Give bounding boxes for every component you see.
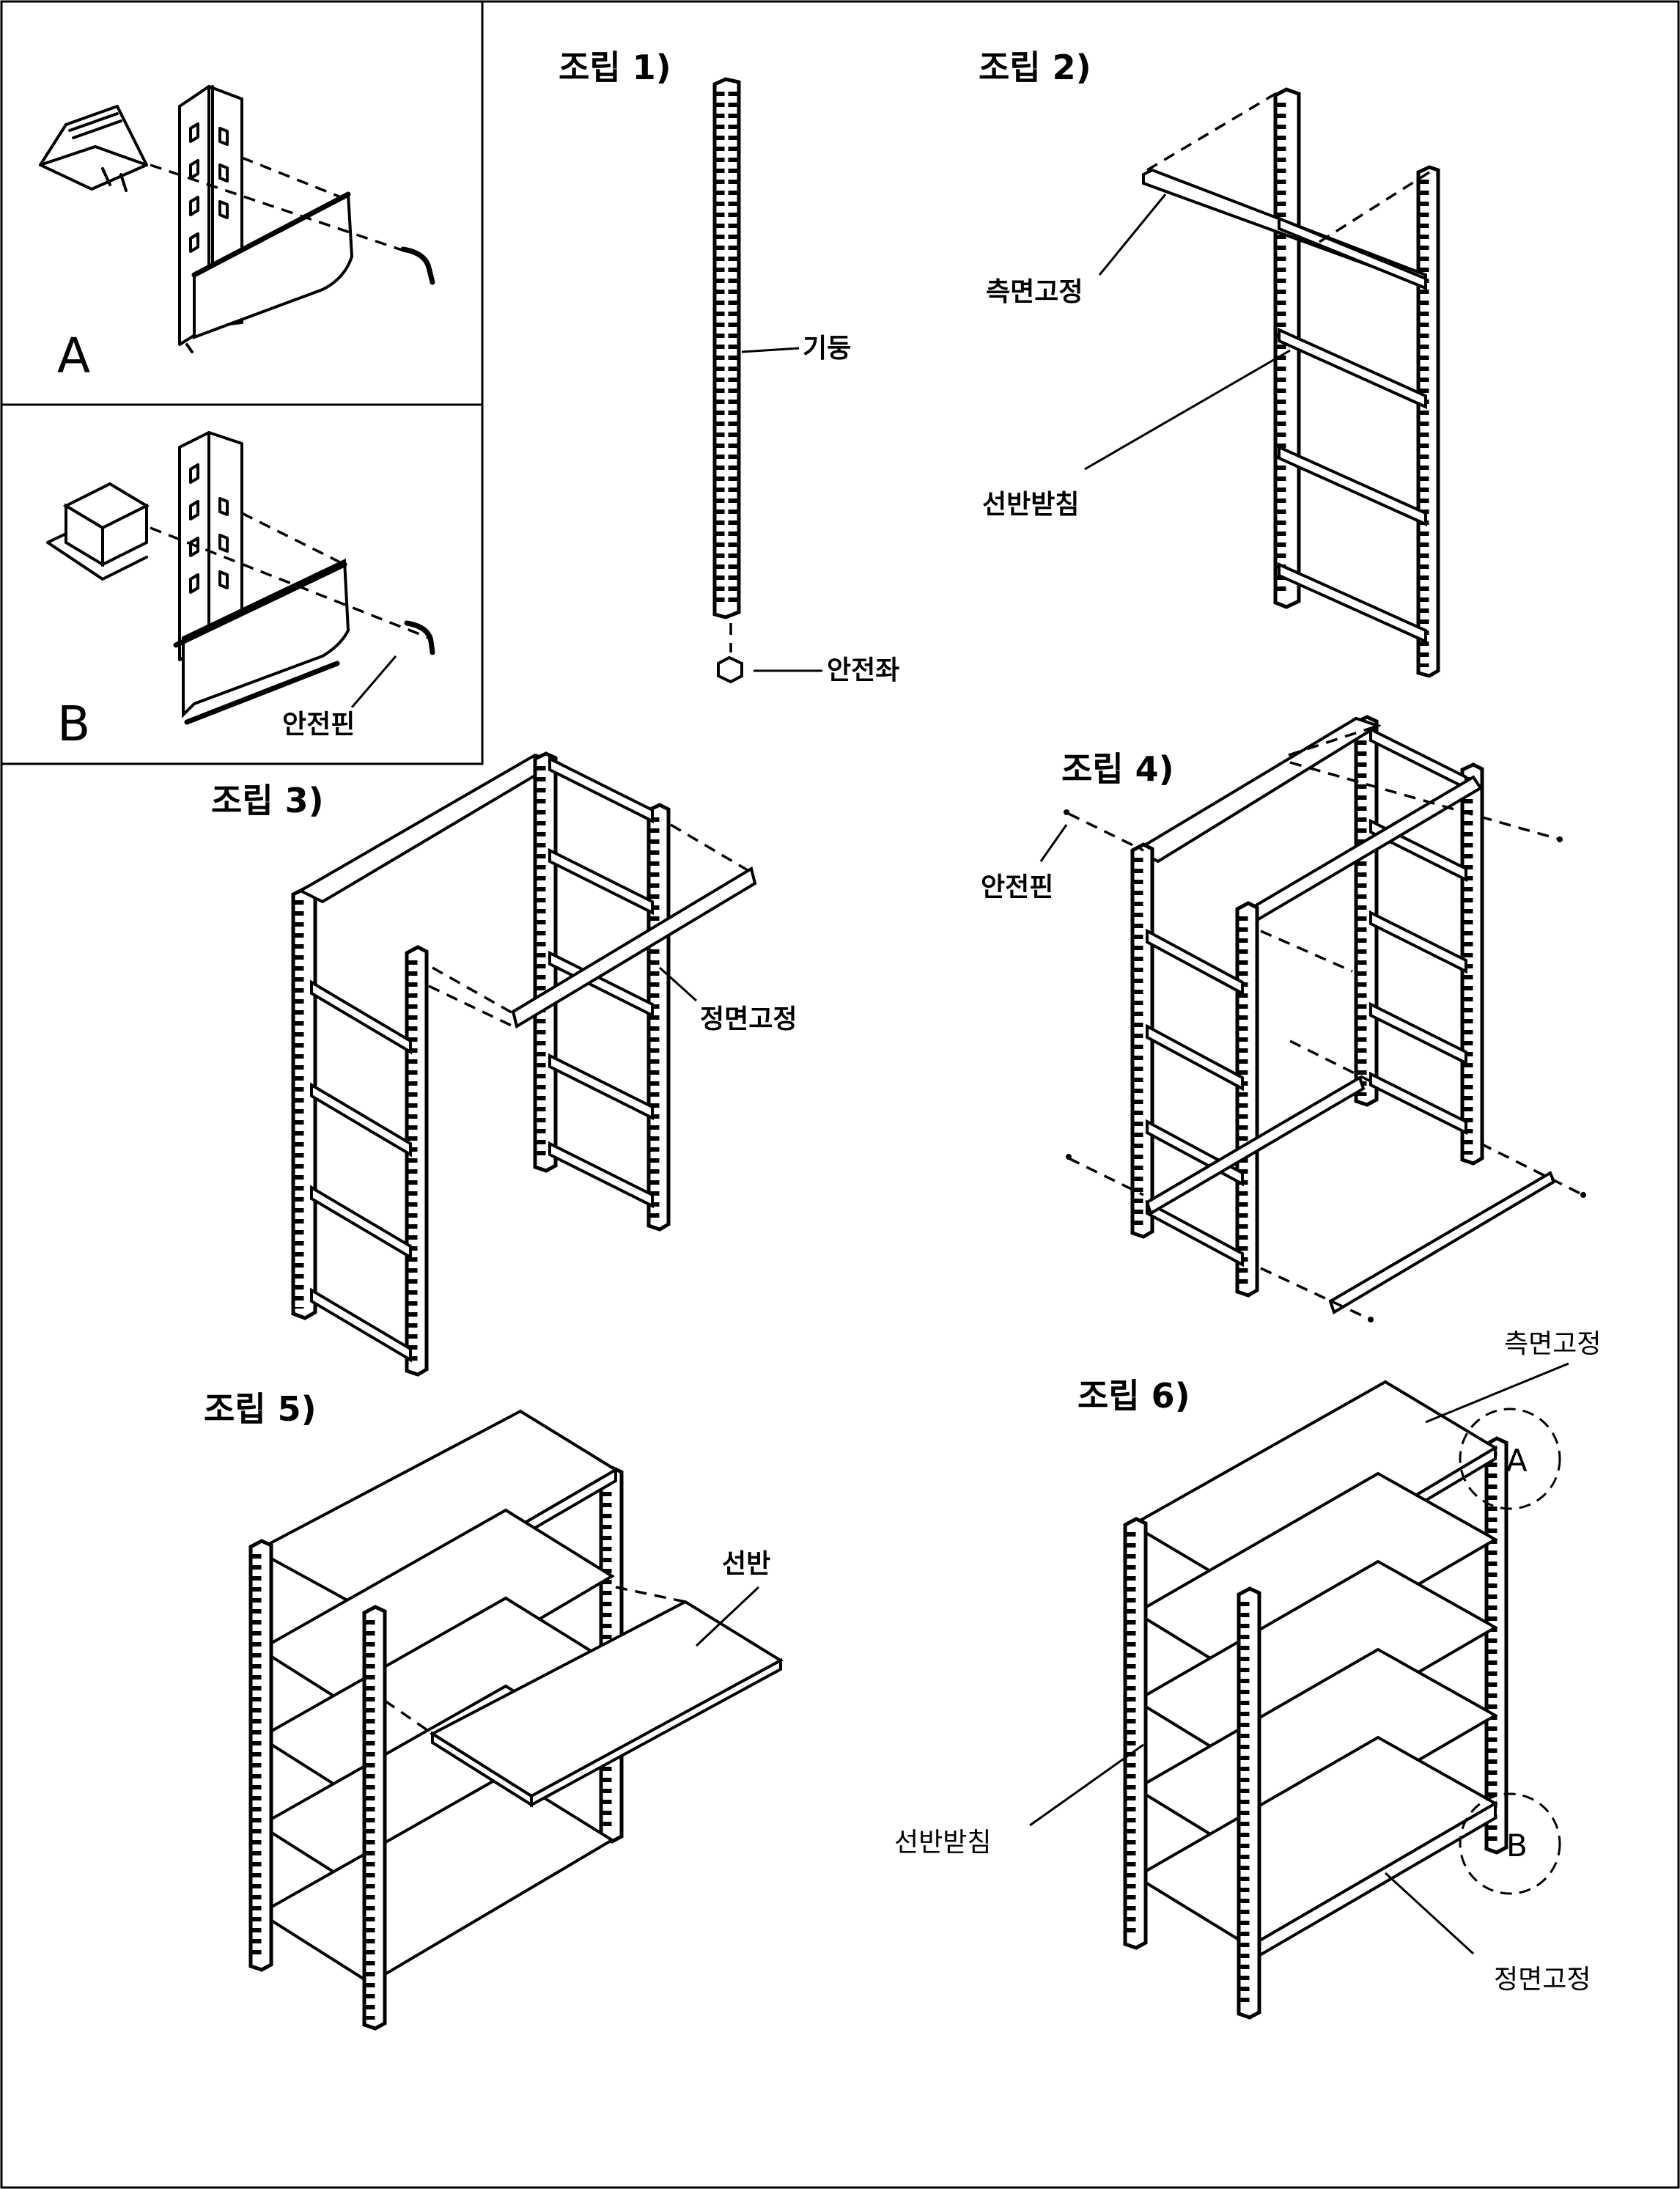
step6-detail-b: B	[1506, 1828, 1528, 1864]
step5-title: 조립 5)	[204, 1389, 317, 1429]
safety-foot-icon	[717, 655, 743, 684]
inset-a-letter: A	[57, 328, 90, 384]
step3-front-label: 정면고정	[700, 1004, 797, 1034]
step6-detail-a: A	[1506, 1443, 1528, 1479]
step2-title: 조립 2)	[979, 48, 1091, 87]
step6-title: 조립 6)	[1077, 1376, 1190, 1416]
step1-post-assembly: 조립 1) 기둥 안전좌	[559, 48, 899, 685]
step6-side-label: 측면고정	[1504, 1329, 1601, 1359]
step5-shelf-label: 선반	[722, 1549, 770, 1579]
step2-support-label: 선반받침	[982, 490, 1079, 520]
inset-b-detail: B 안전핀	[0, 403, 484, 765]
step3-front-beam: 조립 3) 정면고정	[211, 751, 797, 1377]
step1-foot-label: 안전좌	[827, 655, 899, 685]
step6-front-label: 정면고정	[1494, 1965, 1591, 1995]
inset-b-pin-label: 안전핀	[282, 710, 355, 740]
inset-a-detail: A	[0, 0, 484, 406]
step1-title: 조립 1)	[559, 48, 671, 87]
step1-post-label: 기둥	[803, 334, 851, 364]
step6-support-label: 선반받침	[894, 1828, 991, 1858]
step4-safety-pins: 조립 4)	[981, 715, 1586, 1322]
step6-completed-shelf: 조립 6) A B 측면고정 선반받침 정면고정	[894, 1329, 1601, 2020]
inset-b-letter: B	[57, 696, 90, 752]
step4-pin-label: 안전핀	[981, 872, 1053, 902]
step2-side-frame: 조립 2) 측면고정 선반받침	[979, 48, 1440, 678]
step2-side-label: 측면고정	[986, 277, 1083, 307]
step4-title: 조립 4)	[1061, 749, 1174, 789]
step3-title: 조립 3)	[211, 781, 324, 820]
step5-shelf-insert: 조립 5) 선반	[204, 1389, 784, 2031]
